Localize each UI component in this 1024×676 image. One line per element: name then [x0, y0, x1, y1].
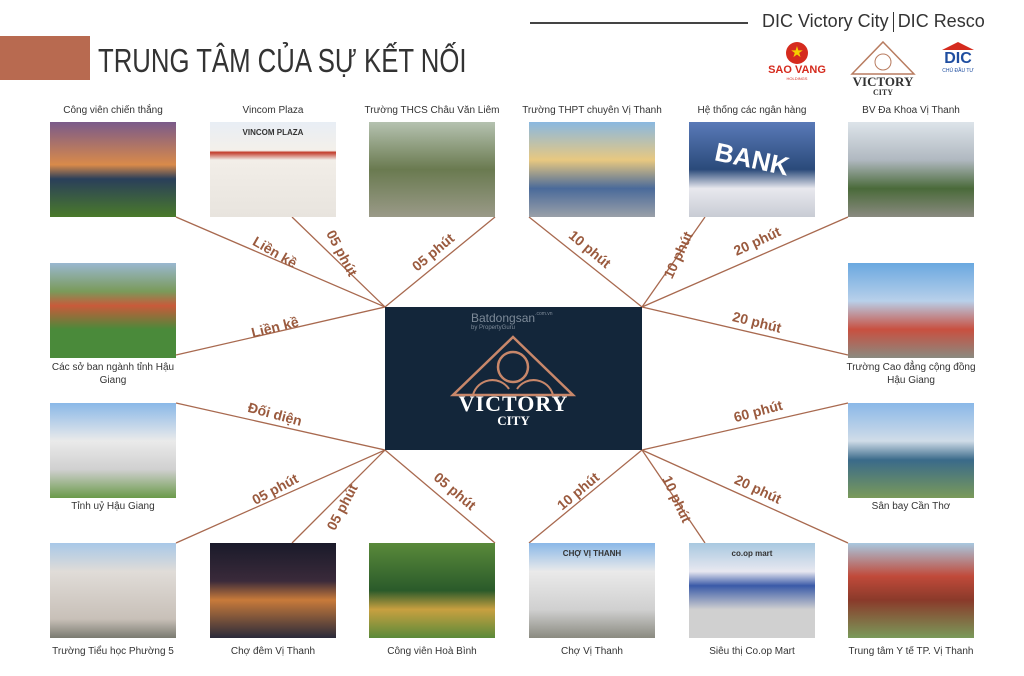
place-photo [50, 122, 176, 217]
place-photo [848, 543, 974, 638]
connection-line [175, 216, 386, 308]
place-photo [210, 543, 336, 638]
place-photo [50, 263, 176, 358]
photo-sign-text: VINCOM PLAZA [242, 128, 304, 137]
watermark: Batdongsan.com.vn by PropertyGuru [471, 311, 553, 331]
connection-line [641, 449, 706, 544]
connection-line [641, 449, 849, 544]
place-photo [369, 122, 495, 217]
connection-line [641, 402, 849, 451]
place-photo: CHỢ VỊ THANH [529, 543, 655, 638]
victory-city-center: Batdongsan.com.vn by PropertyGuru VICTOR… [385, 307, 642, 450]
place-label: Công viên Hoà Bình [387, 646, 477, 657]
place-photo [848, 403, 974, 498]
place-label: Chợ Vị Thanh [561, 646, 623, 657]
connection-line [528, 449, 643, 544]
place-photo [50, 403, 176, 498]
place-photo [369, 543, 495, 638]
place-label: Tỉnh uỷ Hậu Giang [71, 501, 155, 512]
place-label: Các sở ban ngành tỉnh Hậu Giang [51, 362, 175, 386]
connection-line [384, 449, 496, 544]
place-label: Trường Tiểu học Phường 5 [52, 646, 174, 657]
photo-sign-text: BANK [712, 136, 792, 182]
place-label: Trung tâm Y tế TP. Vị Thanh [848, 646, 974, 657]
place-photo: co.op mart [689, 543, 815, 638]
victory-city-logo: VICTORY CITY [848, 40, 918, 97]
place-label: Vincom Plaza [242, 105, 304, 116]
connection-line [175, 402, 386, 451]
connection-line [291, 449, 386, 544]
center-name: VICTORY [458, 391, 569, 416]
place-photo [50, 543, 176, 638]
place-label: Trường THCS Châu Văn Liêm [364, 105, 500, 116]
place-photo: VINCOM PLAZA [210, 122, 336, 217]
center-sub: CITY [497, 413, 530, 428]
connection-line [175, 449, 386, 544]
brand-heading: DIC Victory City DIC Resco [762, 11, 985, 33]
saovang-logo: ★ SAO VANG HOLDINGS [768, 42, 826, 81]
place-label: BV Đa Khoa Vị Thanh [862, 105, 960, 116]
victory-triangle-icon [449, 335, 577, 397]
connection-line [528, 216, 643, 308]
place-photo [848, 263, 974, 358]
brand-right: DIC Resco [897, 11, 985, 31]
place-label: Siêu thị Co.op Mart [709, 646, 795, 657]
photo-sign-text: co.op mart [731, 549, 773, 558]
accent-bar [0, 36, 90, 80]
connection-line [641, 216, 849, 308]
place-label: Trường Cao đẳng cộng đồng Hậu Giang [846, 362, 976, 386]
place-label: Hệ thống các ngân hàng [697, 105, 807, 116]
place-label: Công viên chiến thắng [63, 105, 163, 116]
place-label: Trường THPT chuyên Vị Thanh [522, 105, 662, 116]
connection-line [641, 306, 849, 356]
photo-sign-text: CHỢ VỊ THANH [562, 549, 622, 558]
dic-logo: DIC CHỦ ĐẦU TƯ [938, 42, 978, 74]
connection-line [641, 216, 706, 308]
brand-left: DIC Victory City [762, 11, 889, 31]
connection-line [384, 216, 496, 308]
page-title: TRUNG TÂM CỦA SỰ KẾT NỐI [98, 42, 467, 79]
place-label: Sân bay Cần Thơ [871, 501, 951, 512]
place-label: Chợ đêm Vị Thanh [230, 646, 316, 657]
place-photo: BANK [689, 122, 815, 217]
place-photo [848, 122, 974, 217]
header-rule [530, 22, 748, 24]
connection-line [291, 216, 386, 308]
place-photo [529, 122, 655, 217]
connection-line [175, 306, 386, 356]
